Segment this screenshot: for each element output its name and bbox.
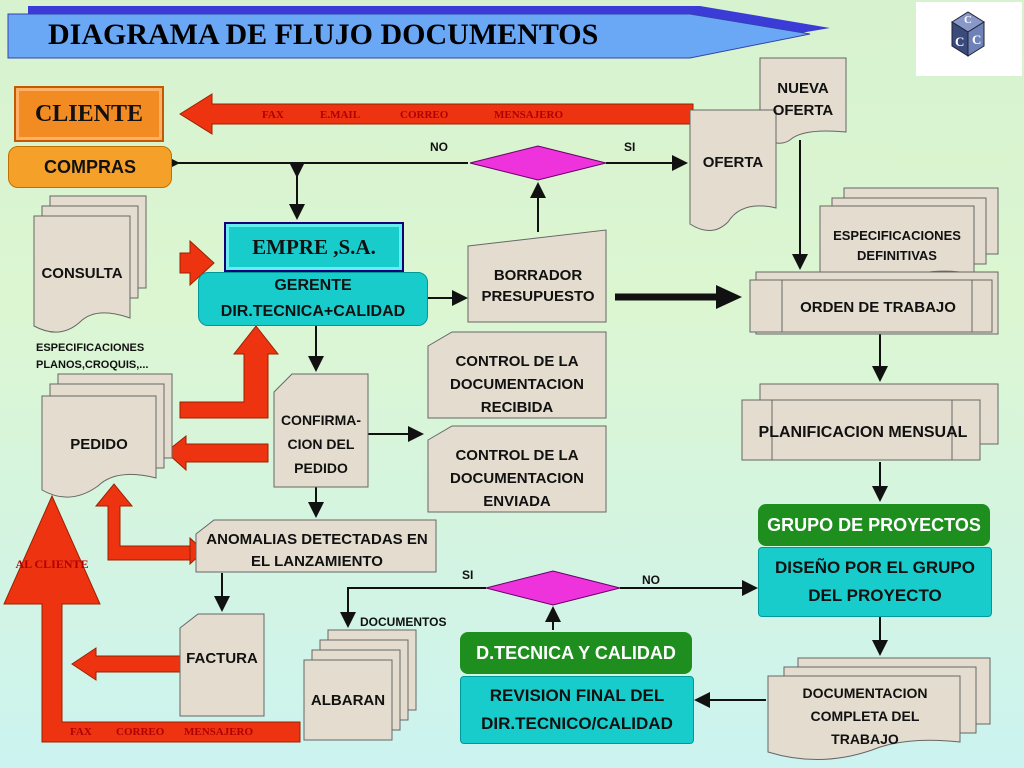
pedido-doc: PEDIDO	[70, 436, 128, 453]
page-title: DIAGRAMA DE FLUJO DOCUMENTOS	[48, 18, 599, 51]
al-cliente-label: AL CLIENTE	[15, 557, 89, 571]
diseno-box: DISEÑO POR EL GRUPO DEL PROYECTO	[758, 547, 992, 617]
channel-correo-top: CORREO	[400, 109, 449, 121]
gerente-label: GERENTE DIR.TECNICA+CALIDAD	[220, 277, 406, 320]
cliente-box: CLIENTE	[14, 86, 164, 142]
revision-box: REVISION FINAL DEL DIR.TECNICO/CALIDAD	[460, 676, 694, 744]
compras-label: COMPRAS	[43, 156, 136, 177]
consulta-doc: CONSULTA	[41, 265, 123, 282]
confirmacion-pedido-doc: CONFIRMA- CION DEL PEDIDO	[280, 412, 362, 476]
logo-letter-right: C	[972, 32, 982, 47]
channel-mensajero-bottom: MENSAJERO	[184, 726, 254, 738]
dtecnica-box: D.TECNICA Y CALIDAD	[460, 632, 692, 674]
grupo-proyectos-label: GRUPO DE PROYECTOS	[767, 514, 981, 535]
logo-letter-left: C	[955, 34, 965, 49]
channel-email-top: E.MAIL	[320, 109, 361, 121]
decision-top-no: NO	[430, 140, 448, 154]
albaran-doc: ALBARAN	[310, 692, 386, 709]
planificacion-box: PLANIFICACION MENSUAL	[758, 424, 968, 441]
oferta-doc: OFERTA	[702, 154, 764, 171]
red-arrow-al-cliente	[3, 494, 301, 743]
factura-doc: FACTURA	[186, 650, 258, 667]
channel-correo-bottom: CORREO	[116, 726, 165, 738]
control-recibida-doc: CONTROL DE LA DOCUMENTACION RECIBIDA	[450, 353, 584, 416]
nueva-oferta-doc: NUEVA OFERTA	[772, 80, 834, 119]
red-arrow-anomalias	[94, 483, 191, 561]
borrador-presupuesto-doc: BORRADOR PRESUPUESTO	[481, 267, 595, 305]
especificaciones-definitivas-doc: ESPECIFICACIONES DEFINITIVAS	[833, 228, 961, 263]
control-enviada-doc: CONTROL DE LA DOCUMENTACION ENVIADA	[450, 447, 584, 510]
dtecnica-label: D.TECNICA Y CALIDAD	[476, 642, 676, 663]
documentacion-completa-doc: DOCUMENTACION COMPLETA DEL TRABAJO	[802, 685, 928, 747]
orden-trabajo-box: ORDEN DE TRABAJO	[800, 299, 956, 316]
decision-diamond-top	[469, 145, 607, 181]
compras-box: COMPRAS	[8, 146, 172, 188]
especificaciones-planos-note: ESPECIFICACIONES PLANOS,CROQUIS,...	[36, 342, 149, 371]
decision-bottom-no: NO	[642, 573, 660, 587]
empresa-box: EMPRE ,S.A.	[224, 222, 404, 272]
channel-fax-bottom: FAX	[70, 726, 92, 738]
title-banner	[7, 13, 811, 59]
red-arrow-factura	[71, 647, 181, 681]
red-arrow-pedido-up	[179, 325, 280, 419]
red-arrow-to-pedido	[165, 434, 269, 472]
gerente-box: GERENTE DIR.TECNICA+CALIDAD	[198, 272, 428, 326]
diseno-label: DISEÑO POR EL GRUPO DEL PROYECTO	[775, 558, 975, 605]
empresa-label: EMPRE ,S.A.	[252, 234, 376, 259]
channel-fax-top: FAX	[262, 109, 284, 121]
cliente-label: CLIENTE	[34, 100, 144, 127]
anomalias-doc: ANOMALIAS DETECTADAS EN EL LANZAMIENTO	[206, 531, 428, 570]
decision-bottom-si: SI	[462, 568, 474, 582]
channel-mensajero-top: MENSAJERO	[494, 109, 564, 121]
logo: C C C	[952, 10, 986, 58]
grupo-proyectos-box: GRUPO DE PROYECTOS	[758, 504, 990, 546]
decision-top-si: SI	[624, 140, 636, 154]
logo-letter-top: C	[964, 14, 972, 26]
revision-label: REVISION FINAL DEL DIR.TECNICO/CALIDAD	[481, 686, 673, 733]
documentos-label: DOCUMENTOS	[360, 615, 447, 629]
decision-diamond-bottom	[485, 570, 621, 606]
